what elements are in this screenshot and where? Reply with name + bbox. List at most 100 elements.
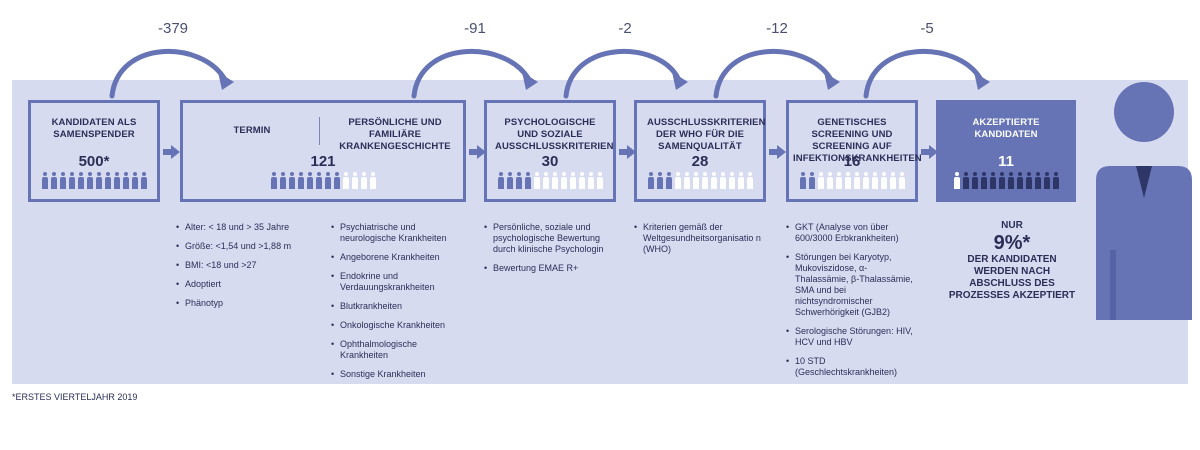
person-icon [578,172,585,189]
list-item: Größe: <1,54 und >1,88 m [176,241,316,252]
list-item: Phänotyp [176,298,316,309]
delta-3: -2 [618,20,632,37]
list-item: Sonstige Krankheiten [331,369,461,380]
curve-arrow-1 [109,48,227,99]
person-icon [953,172,960,189]
list-item: Serologische Störungen: HIV, HCV und HBV [786,326,920,348]
person-icon [140,172,147,189]
person-icon [279,172,286,189]
stage-count: 11 [998,153,1014,170]
summary-text: DER KANDIDATEN WERDEN NACH ABSCHLUSS DES… [948,254,1076,301]
person-icon [710,172,717,189]
list-item: Störungen bei Karyotyp, Mukoviszidose, α… [786,252,920,318]
stage-count: 121 [310,153,336,170]
person-icon [497,172,504,189]
person-icon [360,172,367,189]
people-row [31,172,157,189]
person-icon [86,172,93,189]
curve-arrow-5 [863,48,983,99]
flow-arrow-1 [163,145,180,159]
stage-count: 28 [691,153,709,170]
person-icon [551,172,558,189]
summary-prefix: NUR [1001,220,1023,231]
person-icon [68,172,75,189]
person-icon [898,172,905,189]
stage-who: AUSSCHLUSSKRITERIEN DER WHO FÜR DIE SAME… [634,100,766,202]
person-icon [692,172,699,189]
list-item: Persönliche, soziale und psychologische … [484,222,618,255]
person-icon [683,172,690,189]
curve-arrow-3 [563,48,681,99]
curve-arrowhead-2 [522,72,538,90]
person-icon [835,172,842,189]
stage-count: 16 [843,153,861,170]
curve-arrowhead-3 [672,72,688,90]
person-icon [817,172,824,189]
people-row [939,172,1073,189]
list-item: 10 STD (Geschlechtskrankheiten) [786,356,920,378]
delta-1: -379 [157,20,189,37]
person-icon [569,172,576,189]
list-item: Psychiatrische und neurologische Krankhe… [331,222,461,244]
person-icon [880,172,887,189]
stage-title-termin: TERMIN [233,125,271,136]
curved-arrows [109,48,990,99]
stage-title-history: PERSÖNLICHE UND FAMILIÄRE KRANKENGESCHIC… [339,117,451,152]
list-item: BMI: <18 und >27 [176,260,316,271]
stage-termin-history: TERMIN PERSÖNLICHE UND FAMILIÄRE KRANKEN… [180,100,466,202]
criteria-psychological: Persönliche, soziale und psychologische … [484,222,618,282]
list-item: Onkologische Krankheiten [331,320,461,331]
person-icon [808,172,815,189]
delta-4: -12 [766,20,788,37]
list-item: Bewertung EMAE R+ [484,263,618,274]
criteria-history: Psychiatrische und neurologische Krankhe… [331,222,461,388]
person-icon [342,172,349,189]
stage-genetic: GENETISCHES SCREENING UND SCREENING AUF … [786,100,922,202]
person-icon [59,172,66,189]
person-icon [515,172,522,189]
person-icon [122,172,129,189]
stage-candidates: KANDIDATEN ALS SAMENSPENDER 500* [28,100,160,202]
list-item: Endokrine und Verdauungskrankheiten [331,271,461,293]
person-icon [962,172,969,189]
person-icon [533,172,540,189]
person-icon [853,172,860,189]
person-icon [719,172,726,189]
stage-title: PSYCHOLOGISCHE UND SOZIALE AUSSCHLUSSKRI… [495,117,614,152]
person-icon [889,172,896,189]
list-item: Adoptiert [176,279,316,290]
stage-count: 30 [541,153,559,170]
person-icon [1052,172,1059,189]
criteria-genetic: GKT (Analyse von über 600/3000 Erbkrankh… [786,222,920,386]
person-icon [324,172,331,189]
person-icon [1025,172,1032,189]
person-icon [596,172,603,189]
person-icon [288,172,295,189]
person-icon [41,172,48,189]
list-item: Blutkrankheiten [331,301,461,312]
person-icon [989,172,996,189]
stage-count: 500* [78,153,110,170]
flow-arrow-4 [769,145,786,159]
curve-arrowhead-1 [218,72,234,90]
footnote: *ERSTES VIERTELJAHR 2019 [12,392,138,402]
curve-arrow-2 [411,48,531,99]
stage-psychological: PSYCHOLOGISCHE UND SOZIALE AUSSCHLUSSKRI… [484,100,616,202]
person-icon [587,172,594,189]
person-icon [674,172,681,189]
person-icon [369,172,376,189]
person-icon [656,172,663,189]
person-icon [665,172,672,189]
person-icon [542,172,549,189]
person-icon [844,172,851,189]
list-item: Alter: < 18 und > 35 Jahre [176,222,316,233]
criteria-who: Kriterien gemäß der Weltgesundheitsorgan… [634,222,764,263]
list-item: Angeborene Krankheiten [331,252,461,263]
curve-arrowhead-4 [824,72,840,90]
person-icon [113,172,120,189]
person-icon [1043,172,1050,189]
person-icon [980,172,987,189]
person-icon [270,172,277,189]
stage-title: AUSSCHLUSSKRITERIEN DER WHO FÜR DIE SAME… [647,117,766,152]
list-item: Kriterien gemäß der Weltgesundheitsorgan… [634,222,764,255]
